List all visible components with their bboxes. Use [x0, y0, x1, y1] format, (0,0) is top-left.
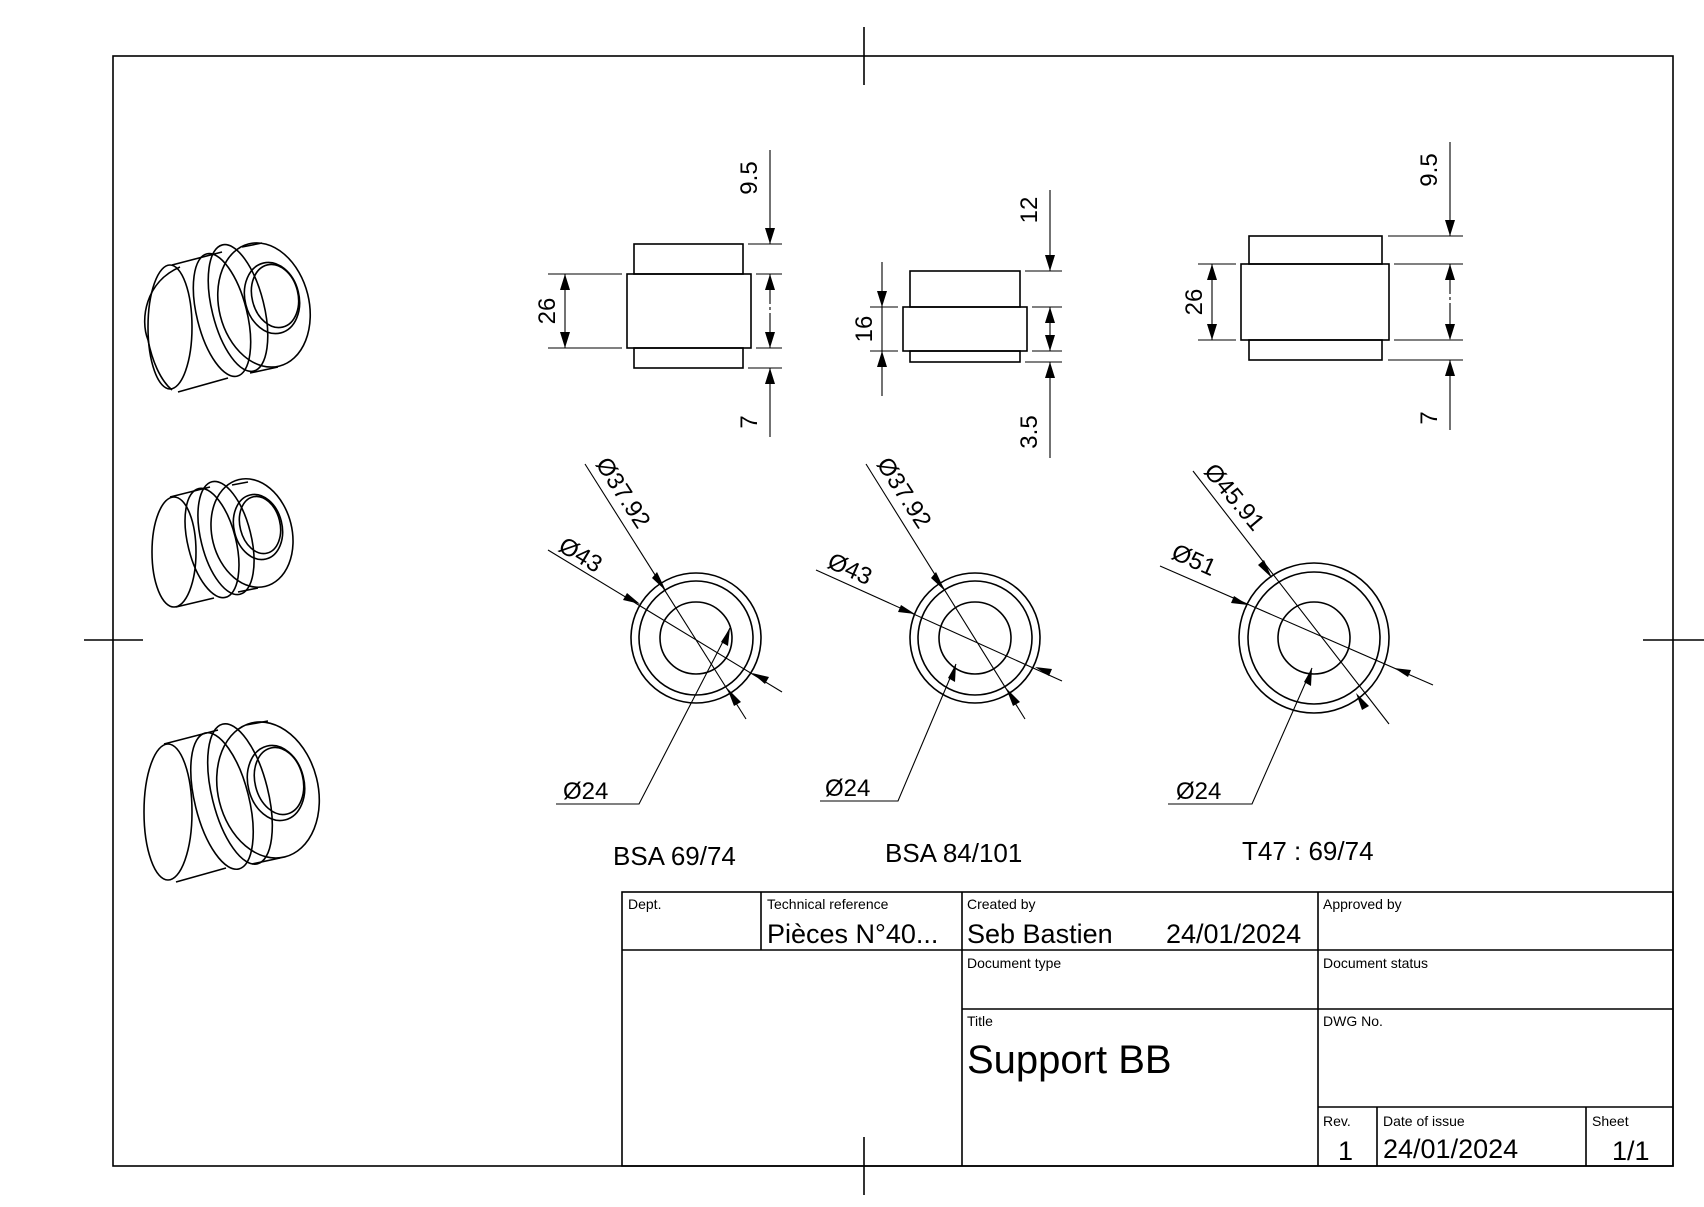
rev-value: 1 — [1338, 1136, 1353, 1166]
issue-label: Date of issue — [1383, 1113, 1465, 1129]
view-caption-2: BSA 84/101 — [885, 838, 1022, 868]
dim-height-total: 26 — [1181, 289, 1208, 316]
isometric-view-1 — [143, 242, 312, 393]
dim-bottom-offset: 3.5 — [1016, 415, 1043, 448]
title-label: Title — [967, 1013, 993, 1029]
dim-mid-diameter: Ø37.92 — [590, 453, 656, 534]
side-view-3 — [1198, 142, 1463, 430]
sheet-label: Sheet — [1592, 1113, 1629, 1129]
dim-inner-diameter: Ø24 — [825, 775, 870, 802]
isometric-view-3 — [143, 720, 321, 883]
docstatus-label: Document status — [1323, 955, 1428, 971]
isometric-view-2 — [151, 477, 294, 608]
top-view-3 — [1159, 470, 1434, 805]
dim-top-offset: 9.5 — [736, 161, 763, 194]
title-block — [621, 891, 1674, 1167]
sheet-value: 1/1 — [1612, 1136, 1650, 1166]
created-date: 24/01/2024 — [1166, 919, 1301, 949]
drawing-title: Support BB — [967, 1038, 1172, 1082]
approved-label: Approved by — [1323, 896, 1402, 912]
dim-inner-diameter: Ø24 — [1176, 778, 1221, 805]
sheet-border — [112, 55, 1674, 1167]
dim-bottom-offset: 7 — [1416, 411, 1443, 424]
rev-label: Rev. — [1323, 1113, 1351, 1129]
top-view-1 — [547, 463, 783, 805]
dim-outer-diameter: Ø43 — [554, 532, 607, 579]
side-view-1 — [548, 150, 782, 437]
top-view-2 — [815, 463, 1063, 802]
dept-label: Dept. — [628, 896, 661, 912]
dim-top-offset: 9.5 — [1416, 153, 1443, 186]
side-view-2 — [870, 190, 1062, 458]
dwg-label: DWG No. — [1323, 1013, 1383, 1029]
created-label: Created by — [967, 896, 1035, 912]
created-value: Seb Bastien — [967, 919, 1113, 949]
techref-label: Technical reference — [767, 896, 889, 912]
dim-top-offset: 12 — [1016, 197, 1043, 224]
dim-height-total: 16 — [851, 316, 878, 343]
view-caption-1: BSA 69/74 — [613, 841, 736, 871]
doctype-label: Document type — [967, 955, 1061, 971]
techref-value: Pièces N°40... — [767, 919, 938, 949]
dim-bottom-offset: 7 — [736, 415, 763, 428]
dim-outer-diameter: Ø51 — [1168, 539, 1220, 582]
dim-inner-diameter: Ø24 — [563, 778, 608, 805]
dim-height-total: 26 — [534, 298, 561, 325]
dim-outer-diameter: Ø43 — [824, 548, 876, 591]
dim-mid-diameter: Ø37.92 — [871, 453, 937, 534]
view-caption-3: T47 : 69/74 — [1242, 836, 1374, 866]
issue-value: 24/01/2024 — [1383, 1134, 1518, 1164]
